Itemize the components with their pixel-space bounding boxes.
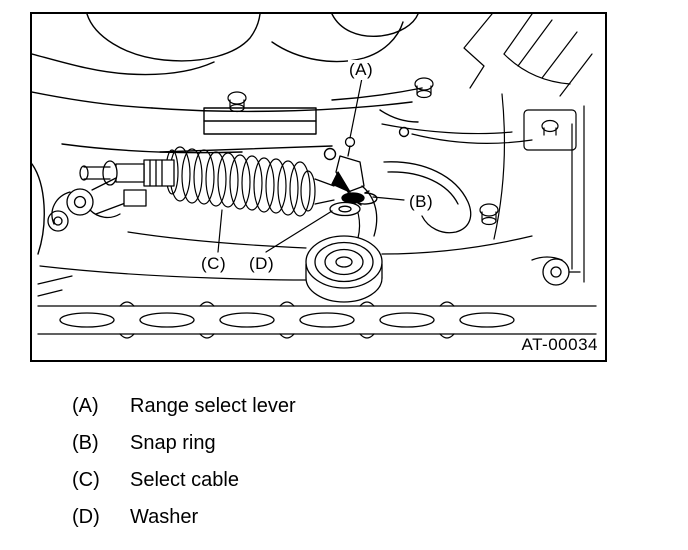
callout-line-a [349,77,363,139]
legend-item-label: Select cable [130,469,239,491]
engine-edge-hatching [381,14,593,283]
callout-d-label: (D) [248,254,276,274]
legend-item-key: (B) [72,432,99,454]
left-linkage-bracket [47,177,147,232]
lever-base-dark [341,192,365,204]
callout-c-label: (C) [200,254,228,274]
callout-lines [217,77,405,253]
select-cable-boot [165,146,335,217]
callout-a-label: (A) [348,60,375,80]
transmission-illustration [32,14,597,339]
figure-code: AT-00034 [518,335,598,355]
range-select-lever [331,136,378,239]
legend-item-label: Snap ring [130,432,216,454]
legend-item-key: (A) [72,395,99,417]
bottom-rail [37,256,597,339]
legend-item: (C) Select cable [72,468,296,505]
legend: (A) Range select lever (B) Snap ring (C)… [72,394,296,542]
figure-box: (A) (B) (C) (D) AT-00034 [30,12,607,362]
case-surface-lines [37,231,533,297]
cable-end-fitting [79,159,175,187]
washer [329,201,361,217]
mounting-boss [305,235,383,303]
legend-item: (B) Snap ring [72,431,296,468]
callout-line-d [265,210,333,253]
callout-line-c [217,209,223,253]
legend-item-label: Range select lever [130,395,296,417]
legend-item-label: Washer [130,506,199,528]
callout-b-label: (B) [408,192,435,212]
snap-ring [357,190,378,206]
engine-body-curves [32,14,423,255]
label-plate [203,107,317,135]
callout-line-b [372,196,405,201]
bolt-heads [227,77,559,226]
lever-mounting-bracket [383,161,472,234]
legend-item: (D) Washer [72,505,296,542]
legend-item-key: (D) [72,506,100,528]
legend-item-key: (C) [72,469,100,491]
legend-item: (A) Range select lever [72,394,296,431]
